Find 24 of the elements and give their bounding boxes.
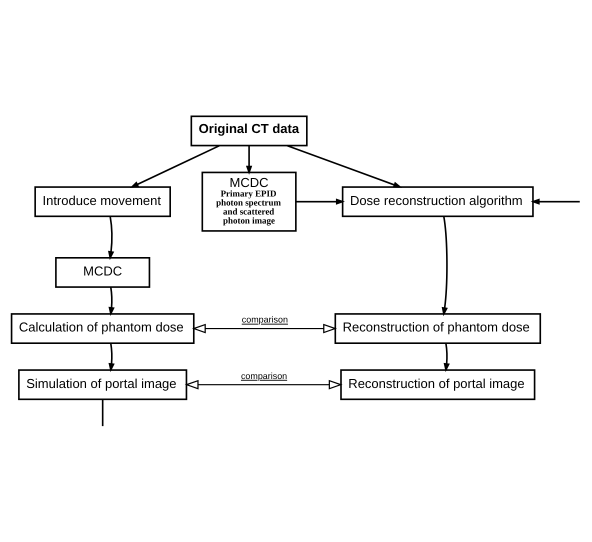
arrow xyxy=(530,198,580,204)
edge-label: comparison xyxy=(242,314,288,324)
arrow xyxy=(108,342,115,372)
arrow xyxy=(444,342,450,372)
node-box: MCDC Primary EPID photon spectrum and scattered photon image xyxy=(202,171,297,232)
node-box: Simulation of portal image xyxy=(18,368,188,400)
arrow xyxy=(130,144,220,188)
node-box: Calculation of phantom dose xyxy=(10,312,195,344)
node-box: Reconstruction of phantom dose xyxy=(334,312,542,344)
arrow xyxy=(108,286,115,316)
node-box: Dose reconstruction algorithm xyxy=(342,186,534,217)
arrow xyxy=(246,145,252,174)
connector xyxy=(102,399,104,426)
arrow xyxy=(184,379,343,390)
arrow xyxy=(286,144,402,188)
node-box: MCDC xyxy=(55,256,150,288)
arrow xyxy=(442,216,448,316)
node-box: Original CT data xyxy=(190,114,308,146)
arrow xyxy=(108,216,114,260)
node-box: Reconstruction of portal image xyxy=(340,368,536,400)
node-box: Introduce movement xyxy=(34,186,171,217)
edge-label: comparison xyxy=(240,370,288,380)
arrow xyxy=(192,323,337,333)
arrow xyxy=(296,198,345,204)
